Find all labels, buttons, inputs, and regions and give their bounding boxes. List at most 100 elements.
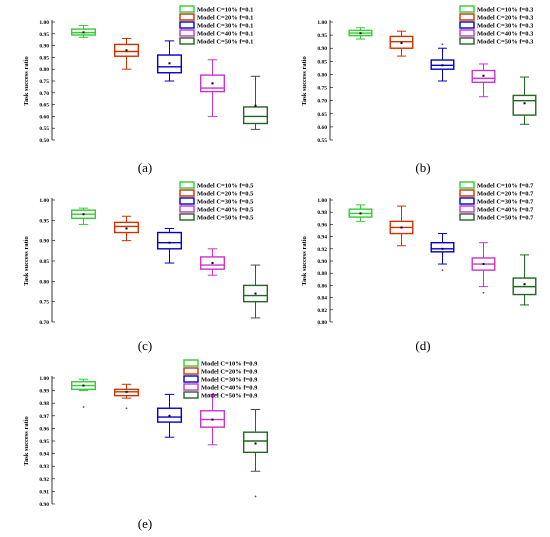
box-series-1 bbox=[389, 30, 414, 57]
panel-label-d: (d) bbox=[415, 338, 430, 353]
legend-label: Model C=30% f=0.3 bbox=[477, 23, 534, 30]
y-tick-label: 0.85 bbox=[39, 55, 49, 61]
y-tick-label: 0.55 bbox=[39, 126, 49, 132]
chart-panel-0: 0.500.550.600.650.700.750.800.850.900.95… bbox=[23, 5, 269, 144]
outlier-point bbox=[482, 291, 485, 294]
y-tick-label: 0.97 bbox=[39, 414, 49, 420]
box-iqr bbox=[113, 221, 140, 234]
y-tick-label: 0.75 bbox=[39, 300, 49, 306]
box-series-1 bbox=[113, 215, 140, 242]
y-axis-label: Task success ratio bbox=[301, 56, 308, 106]
box-series-3 bbox=[199, 59, 226, 117]
panel-label-e: (e) bbox=[138, 516, 152, 531]
mean-marker bbox=[482, 263, 485, 266]
y-tick-label: 0.70 bbox=[39, 91, 49, 97]
y-tick-label: 0.50 bbox=[39, 138, 49, 144]
box-iqr bbox=[156, 54, 183, 74]
outlier-point bbox=[441, 43, 444, 46]
mean-marker bbox=[523, 102, 526, 105]
y-tick-label: 0.90 bbox=[317, 259, 327, 265]
mean-marker bbox=[125, 390, 128, 393]
legend-label: Model C=10% f=0.3 bbox=[477, 7, 534, 14]
y-tick-label: 1.00 bbox=[39, 198, 49, 204]
box-series-4 bbox=[242, 264, 269, 319]
legend-swatch bbox=[179, 181, 195, 189]
legend-label: Model C=20% f=0.1 bbox=[197, 15, 253, 22]
y-axis-label: Task success ratio bbox=[23, 416, 30, 466]
box-iqr bbox=[471, 69, 496, 84]
box-iqr bbox=[242, 106, 269, 125]
legend-swatch bbox=[459, 205, 475, 213]
mean-marker bbox=[168, 62, 171, 65]
legend-label: Model C=50% f=0.5 bbox=[197, 215, 254, 222]
y-tick-label: 0.84 bbox=[317, 296, 327, 302]
box-iqr bbox=[430, 241, 455, 253]
y-tick-label: 1.00 bbox=[317, 198, 327, 204]
mean-marker bbox=[441, 247, 444, 250]
mean-marker bbox=[359, 32, 362, 35]
box-series-4 bbox=[242, 75, 269, 130]
box-series-2 bbox=[430, 233, 455, 272]
y-tick-label: 0.55 bbox=[317, 138, 327, 144]
legend-label: Model C=40% f=0.1 bbox=[197, 31, 253, 38]
legend-label: Model C=20% f=0.5 bbox=[197, 191, 254, 198]
panel-label-a: (a) bbox=[138, 160, 152, 175]
y-tick-label: 0.60 bbox=[39, 114, 49, 120]
box-series-4 bbox=[512, 76, 537, 125]
legend-swatch bbox=[179, 189, 195, 197]
box-iqr bbox=[156, 407, 183, 423]
y-tick-label: 0.95 bbox=[39, 218, 49, 224]
y-tick-label: 0.94 bbox=[317, 235, 327, 241]
box-series-0 bbox=[348, 204, 373, 222]
y-tick-label: 0.95 bbox=[39, 439, 49, 445]
box-series-0 bbox=[70, 207, 97, 225]
mean-marker bbox=[400, 226, 403, 229]
mean-marker bbox=[254, 104, 257, 107]
y-tick-label: 0.98 bbox=[317, 210, 327, 216]
legend-label: Model C=50% f=0.9 bbox=[201, 393, 258, 400]
legend-label: Model C=30% f=0.5 bbox=[197, 199, 254, 206]
y-tick-label: 0.82 bbox=[317, 308, 327, 314]
box-iqr bbox=[242, 431, 269, 454]
y-tick-label: 0.80 bbox=[317, 72, 327, 78]
box-series-2 bbox=[156, 40, 183, 82]
y-tick-label: 0.98 bbox=[39, 401, 49, 407]
legend-label: Model C=50% f=0.3 bbox=[477, 39, 534, 46]
legend-label: Model C=10% f=0.5 bbox=[197, 183, 254, 190]
legend-label: Model C=40% f=0.9 bbox=[201, 385, 258, 392]
mean-marker bbox=[211, 262, 214, 265]
legend-label: Model C=10% f=0.7 bbox=[477, 183, 534, 190]
y-tick-label: 0.80 bbox=[317, 320, 327, 326]
legend-swatch bbox=[183, 391, 199, 399]
legend-label: Model C=50% f=0.7 bbox=[477, 215, 534, 222]
panel-label-b: (b) bbox=[415, 160, 430, 175]
y-tick-label: 0.92 bbox=[317, 247, 327, 253]
y-tick-label: 0.75 bbox=[39, 79, 49, 85]
legend-label: Model C=10% f=0.1 bbox=[197, 7, 253, 14]
legend-swatch bbox=[459, 21, 475, 29]
legend-label: Model C=40% f=0.3 bbox=[477, 31, 534, 38]
panel-label-c: (c) bbox=[138, 338, 152, 353]
box-iqr bbox=[242, 284, 269, 303]
y-tick-label: 1.00 bbox=[317, 20, 327, 26]
legend-label: Model C=30% f=0.9 bbox=[201, 377, 258, 384]
y-tick-label: 0.80 bbox=[39, 67, 49, 73]
chart-panel-1: 0.550.600.650.700.750.800.850.900.951.00… bbox=[301, 5, 537, 144]
legend-swatch bbox=[459, 189, 475, 197]
legend-swatch bbox=[459, 197, 475, 205]
y-tick-label: 1.00 bbox=[39, 20, 49, 26]
box-series-2 bbox=[430, 43, 455, 82]
legend-label: Model C=40% f=0.5 bbox=[197, 207, 254, 214]
box-series-3 bbox=[199, 393, 226, 446]
legend-swatch bbox=[183, 375, 199, 383]
box-series-3 bbox=[471, 242, 496, 294]
mean-marker bbox=[125, 227, 128, 230]
y-axis-label: Task success ratio bbox=[23, 56, 30, 106]
y-tick-label: 0.90 bbox=[317, 46, 327, 52]
box-series-4 bbox=[242, 409, 269, 498]
y-tick-label: 0.70 bbox=[317, 99, 327, 105]
outlier-point bbox=[441, 269, 444, 272]
